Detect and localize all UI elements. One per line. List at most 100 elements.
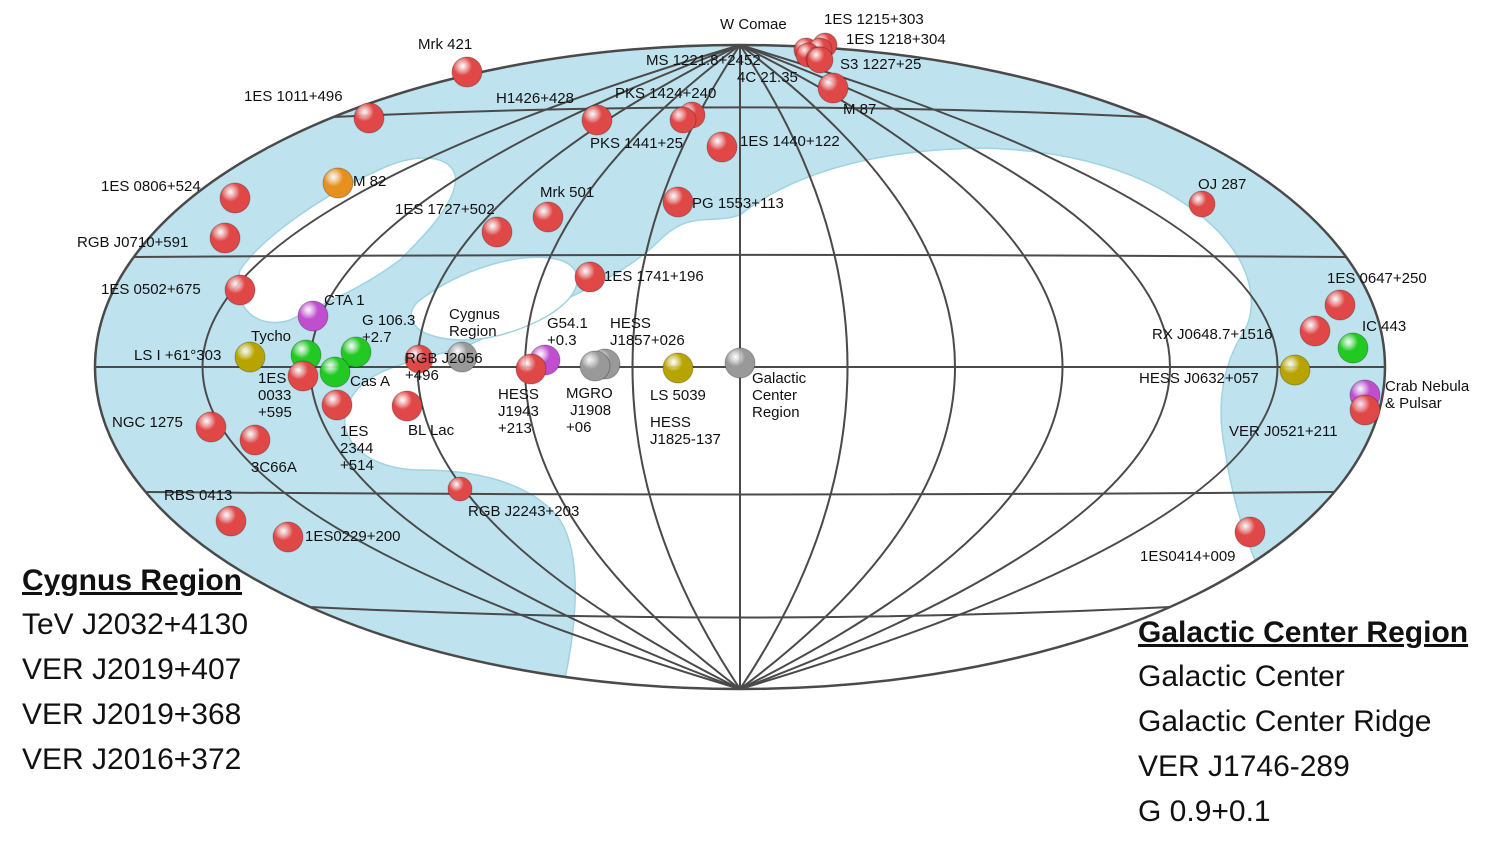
source-marker-1es0414-009	[1234, 516, 1266, 548]
source-marker-hess-j1943-213	[515, 353, 547, 385]
source-label-ver-j0521-211: VER J0521+211	[1229, 423, 1338, 440]
source-marker-s3-1227-25	[806, 46, 834, 74]
source-label-mgro-j1908-06: MGRO J1908+06	[566, 385, 613, 436]
source-marker-1es-0502-675	[224, 274, 256, 306]
source-marker-mrk-421	[451, 56, 483, 88]
source-marker-1es-1727-502	[481, 216, 513, 248]
source-label-pg-1553-113: PG 1553+113	[692, 195, 784, 212]
source-label-ngc-1275: NGC 1275	[112, 414, 183, 431]
cygnus-item: VER J2019+368	[22, 698, 242, 731]
source-label-1es-1215-303: 1ES 1215+303	[824, 11, 924, 28]
source-label-m-82: M 82	[353, 173, 386, 190]
source-marker-rx-j0648-7-1516	[1299, 315, 1331, 347]
sky-outline	[93, 43, 1387, 691]
source-label-1es-1727-502: 1ES 1727+502	[395, 201, 495, 218]
source-marker-rgb-j0710-591	[209, 222, 241, 254]
source-markers	[195, 32, 1381, 553]
source-label-4c-21-35: 4C 21.35	[737, 69, 798, 86]
source-label-rgb-j2243-203: RGB J2243+203	[468, 503, 579, 520]
source-marker-ngc-1275	[195, 411, 227, 443]
source-label-mrk-501: Mrk 501	[540, 184, 594, 201]
source-marker-m-82	[322, 167, 354, 199]
source-marker-1es-0033-595	[287, 360, 319, 392]
source-marker-ls-5039	[662, 352, 694, 384]
source-label-1es0414-009: 1ES0414+009	[1140, 548, 1236, 565]
source-marker-h1426-428	[581, 104, 613, 136]
source-label-bl-lac: BL Lac	[408, 422, 455, 439]
source-marker-1es0229-200	[272, 521, 304, 553]
source-labels: Mrk 421 1ES 1011+496 W Comae 1ES 1215+303 1E…	[77, 11, 1470, 565]
source-label-1es-1011-496: 1ES 1011+496	[244, 88, 343, 105]
source-label-ic-443: IC 443	[1362, 318, 1406, 335]
source-marker-hess-j0632-057	[1279, 354, 1311, 386]
source-marker-1es-2344-514	[321, 389, 353, 421]
source-label-rbs-0413: RBS 0413	[164, 487, 232, 504]
cygnus-item: VER J2016+372	[22, 743, 242, 776]
source-marker-cas-a	[319, 356, 351, 388]
source-marker-1es-1011-496	[353, 102, 385, 134]
source-marker-m-87	[817, 72, 849, 104]
source-label-mrk-421: Mrk 421	[418, 36, 472, 53]
parallel	[145, 491, 1335, 496]
source-label-crab-nebula-pulsar: Crab Nebula& Pulsar	[1385, 378, 1470, 412]
source-marker-mgro-j1908-06	[579, 350, 611, 382]
cygnus-region-title: Cygnus Region	[22, 564, 243, 597]
gc-item: G 0.9+0.1	[1138, 795, 1271, 828]
source-marker-pg-1553-113	[662, 186, 694, 218]
source-marker-1es-0647-250	[1324, 289, 1356, 321]
source-label-ls-i-61-303: LS I +61°303	[134, 347, 221, 364]
parallel	[309, 606, 1171, 619]
source-label-m-87: M 87	[843, 101, 876, 118]
source-label-rx-j0648-7-1516: RX J0648.7+1516	[1152, 326, 1273, 343]
source-label-h1426-428: H1426+428	[496, 90, 574, 107]
source-label-ls-5039: LS 5039	[650, 387, 706, 404]
source-marker-cygnus-region	[446, 341, 478, 373]
galactic-center-title: Galactic Center Region	[1138, 616, 1469, 649]
source-marker-ver-j0521-211	[1349, 394, 1381, 426]
source-label-cas-a: Cas A	[350, 373, 390, 390]
source-label-1es-1218-304: 1ES 1218+304	[846, 31, 946, 48]
source-marker-bl-lac	[391, 390, 423, 422]
gc-item: VER J1746-289	[1138, 750, 1350, 783]
cygnus-region-list: Cygnus Region TeV J2032+4130 VER J2019+4…	[22, 564, 248, 782]
source-label-1es-1741-196: 1ES 1741+196	[604, 268, 704, 285]
source-label-ms-1221-8-2452: MS 1221.8+2452	[646, 52, 761, 69]
off-band-region	[344, 147, 1292, 689]
source-marker-cta-1	[297, 300, 329, 332]
source-label-g-106-3-2-7: G 106.3+2.7	[362, 312, 415, 346]
source-marker-rgb-j2056-496	[404, 344, 434, 374]
source-marker-ic-443	[1337, 332, 1369, 364]
cas-region-hole	[410, 256, 579, 341]
galactic-center-list: Galactic Center Region Galactic Center G…	[1138, 616, 1468, 834]
gc-item: Galactic Center	[1138, 660, 1345, 693]
source-marker-g-106-3-2-7	[340, 336, 372, 368]
parallel	[133, 253, 1347, 258]
source-label-pks-1441-25: PKS 1441+25	[590, 135, 683, 152]
cygnus-item: TeV J2032+4130	[22, 608, 249, 641]
source-label-w-comae: W Comae	[720, 16, 787, 33]
source-marker-oj-287	[1188, 190, 1216, 218]
source-label-oj-287: OJ 287	[1198, 176, 1246, 193]
source-label-1es0229-200: 1ES0229+200	[305, 528, 401, 545]
source-marker-rbs-0413	[215, 505, 247, 537]
source-label-1es-0647-250: 1ES 0647+250	[1327, 270, 1427, 287]
source-marker-3c66a	[239, 424, 271, 456]
source-label-3c66a: 3C66A	[251, 459, 297, 476]
source-marker-pks-1441-25	[669, 106, 697, 134]
source-label-rgb-j2056-496: RGB J2056+496	[405, 350, 483, 384]
source-label-1es-0502-675: 1ES 0502+675	[101, 281, 201, 298]
source-label-1es-1440-122: 1ES 1440+122	[740, 133, 840, 150]
source-label-cta-1: CTA 1	[324, 292, 365, 309]
cygnus-item: VER J2019+407	[22, 653, 242, 686]
parallel	[333, 106, 1147, 118]
source-label-1es-0806-524: 1ES 0806+524	[101, 178, 201, 195]
source-marker-galactic-center-region	[724, 347, 756, 379]
